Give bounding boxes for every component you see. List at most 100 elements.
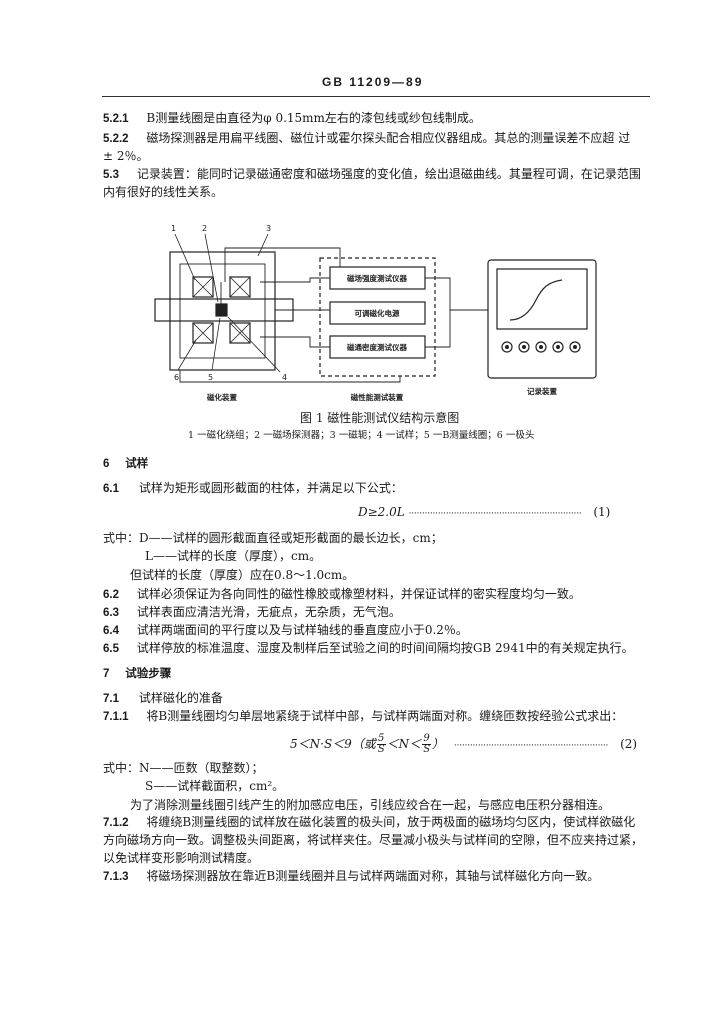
clause-7-1-2-cont-1: 方向磁场方向一致。调整极头间距离，将试样夹住。尽量减小极头与试样间的空隙，但不应… <box>103 833 644 847</box>
clause-number: 6.2 <box>103 589 119 601</box>
recorder-knob <box>569 341 581 353</box>
clause-text: 记录装置：能同时记录磁通密度和磁场强度的变化值，绘出退磁曲线。其量程可调，在记录… <box>136 167 641 181</box>
recorder-knob-center <box>556 345 560 349</box>
recorder-knob-center <box>573 345 577 349</box>
header-rule <box>102 96 650 97</box>
recording-device-label: 记录装置 <box>527 386 557 396</box>
equation-1-expression: D≥2.0L <box>358 505 405 519</box>
length-note: 但试样的长度（厚度）应在0.8～1.0cm。 <box>130 568 355 582</box>
equation-leader-dots: ········································… <box>453 741 609 751</box>
equation-leader-dots: ········································… <box>408 509 582 519</box>
clause-text: 试样两端面间的平行度以及与试样轴线的垂直度应小于0.2％。 <box>136 623 468 637</box>
clause-number: 5.2.2 <box>103 133 129 145</box>
clause-5-3-cont: 内有很好的线性关系。 <box>103 185 224 199</box>
where-line-1: 式中：D——试样的圆形截面直径或矩形截面的最长边长，cm； <box>103 531 443 545</box>
recorder-knob-center <box>522 345 526 349</box>
where-line-3: 式中：N——匝数（取整数）； <box>103 761 264 775</box>
equation-1: D≥2.0L ·································… <box>358 504 610 522</box>
clause-6-4: 6.4 试样两端面间的平行度以及与试样轴线的垂直度应小于0.2％。 <box>103 622 468 639</box>
section-6-heading: 6 试样 <box>103 455 148 472</box>
clause-5-2-2-cont: ± 2％。 <box>103 149 149 163</box>
clause-number: 6.1 <box>103 483 119 495</box>
where-line-4: S——试样截面积，cm²。 <box>145 779 285 793</box>
power-supply-box <box>329 301 426 325</box>
section-number: 7 <box>103 668 110 680</box>
coil-left-top <box>192 276 214 298</box>
demagnetization-curve <box>509 279 563 321</box>
clause-7-1: 7.1 试样磁化的准备 <box>103 690 223 707</box>
clause-text: 试样停放的标准温度、湿度及制样后至试验之间的时间间隔均按GB 2941中的有关规… <box>136 641 634 655</box>
clause-text: 试样为矩形或圆形截面的柱体，并满足以下公式： <box>138 481 403 495</box>
lead-wire-paragraph: 为了消除测量线圈引线产生的附加感应电压，引线应绞合在一起，与感应电压积分器相连。 <box>130 798 611 812</box>
clause-6-1: 6.1 试样为矩形或圆形截面的柱体，并满足以下公式： <box>103 480 403 497</box>
clause-number: 7.1.2 <box>103 817 129 829</box>
recorder-knob <box>501 341 513 353</box>
clause-number: 6.4 <box>103 625 119 637</box>
coil-right-top <box>229 276 251 298</box>
clause-6-3: 6.3 试样表面应清洁光滑，无疵点，无杂质，无气泡。 <box>103 604 401 621</box>
clause-text: 将B测量线圈均匀单层地紧绕于试样中部，与试样两端面对称。缠绕匝数按经验公式求出： <box>146 709 624 723</box>
label-1: 1 <box>171 224 176 233</box>
figure-legend: 1 一磁化绕组；2 一磁场探测器；3 一磁轭；4 一试样；5 一B测量线圈；6 … <box>188 430 535 441</box>
recorder-knob-center <box>505 345 509 349</box>
where-line-2: L——试样的长度（厚度），cm。 <box>145 549 322 563</box>
coil-right-bottom <box>229 322 251 344</box>
clause-text: 将缠绕B测量线圈的试样放在磁化装置的极头间，放于两极面的磁场均匀区内，使试样欲磁… <box>146 815 636 829</box>
recorder-screen <box>496 268 588 330</box>
clause-6-5: 6.5 试样停放的标准温度、湿度及制样后至试验之间的时间间隔均按GB 2941中… <box>103 640 634 657</box>
clause-7-1-2-cont-2: 以免试样变形影响测试精度。 <box>103 851 260 865</box>
standard-code: GB 11209—89 <box>322 75 424 89</box>
clause-text: 试样必须保证为各向同性的磁性橡胶或橡塑材料，并保证试样的密实程度均匀一致。 <box>136 587 581 601</box>
figure-1-diagram: 1 2 3 4 5 6 磁场强度测试仪器 可调磁化电源 磁通密度测试仪器 磁化装… <box>154 224 597 402</box>
clause-7-1-2: 7.1.2 将缠绕B测量线圈的试样放在磁化装置的极头间，放于两极面的磁场均匀区内… <box>103 814 635 831</box>
clause-number: 5.3 <box>103 169 119 181</box>
label-3: 3 <box>266 224 271 233</box>
equation-2-mid: ＜N＜ <box>386 737 422 751</box>
section-number: 6 <box>103 458 110 470</box>
field-meter-label: 磁场强度测试仪器 <box>347 273 407 283</box>
clause-text: 将磁场探测器放在靠近B测量线圈并且与试样两端面对称，其轴与试样磁化方向一致。 <box>146 869 600 883</box>
clause-number: 5.2.1 <box>103 113 129 125</box>
yoke-inner <box>179 263 266 359</box>
clause-number: 7.1.3 <box>103 871 129 883</box>
flux-meter-label: 磁通密度测试仪器 <box>347 342 407 352</box>
equation-2-tag: (2) <box>620 737 638 751</box>
label-4: 4 <box>282 373 287 382</box>
clause-5-2-1: 5.2.1 B测量线圈是由直径为φ 0.15mm左右的漆包线或纱包线制成。 <box>103 110 481 127</box>
magnetizing-device-label: 磁化装置 <box>207 392 237 402</box>
clause-text: 试样表面应清洁光滑，无疵点，无杂质，无气泡。 <box>136 605 401 619</box>
recorder-body <box>487 259 597 379</box>
clause-number: 6.3 <box>103 607 119 619</box>
clause-5-3: 5.3 记录装置：能同时记录磁通密度和磁场强度的变化值，绘出退磁曲线。其量程可调… <box>103 166 641 183</box>
clause-number: 7.1 <box>103 693 119 705</box>
clause-6-2: 6.2 试样必须保证为各向同性的磁性橡胶或橡塑材料，并保证试样的密实程度均匀一致… <box>103 586 581 603</box>
measurement-enclosure <box>319 257 436 377</box>
label-5: 5 <box>208 373 213 382</box>
yoke-outer <box>169 251 276 371</box>
clause-text: 磁场探测器是用扁平线圈、磁位计或霍尔探头配合相应仪器组成。其总的测量误差不应超 … <box>146 131 631 145</box>
equation-2-right: ） <box>432 737 445 751</box>
clause-number: 6.5 <box>103 643 119 655</box>
clause-7-1-1: 7.1.1 将B测量线圈均匀单层地紧绕于试样中部，与试样两端面对称。缠绕匝数按经… <box>103 708 623 725</box>
recorder-knob-center <box>539 345 543 349</box>
section-title: 试验步骤 <box>125 668 172 680</box>
section-7-heading: 7 试验步骤 <box>103 665 171 682</box>
recorder-knob <box>535 341 547 353</box>
recorder-knob <box>552 341 564 353</box>
equation-2-left: 5＜N·S＜9（或 <box>290 737 376 751</box>
section-title: 试样 <box>125 458 149 470</box>
measurement-device-label: 磁性能测试装置 <box>351 392 404 402</box>
specimen <box>215 303 228 317</box>
clause-text: B测量线圈是由直径为φ 0.15mm左右的漆包线或纱包线制成。 <box>146 111 481 125</box>
power-supply-label: 可调磁化电源 <box>355 308 400 318</box>
equation-1-tag: (1) <box>593 505 611 519</box>
clause-number: 7.1.1 <box>103 711 129 723</box>
clause-text: 试样磁化的准备 <box>138 691 223 705</box>
label-2: 2 <box>202 224 207 233</box>
figure-caption: 图 1 磁性能测试仪结构示意图 <box>300 411 460 425</box>
coil-left-bottom <box>192 322 214 344</box>
label-6: 6 <box>174 373 179 382</box>
